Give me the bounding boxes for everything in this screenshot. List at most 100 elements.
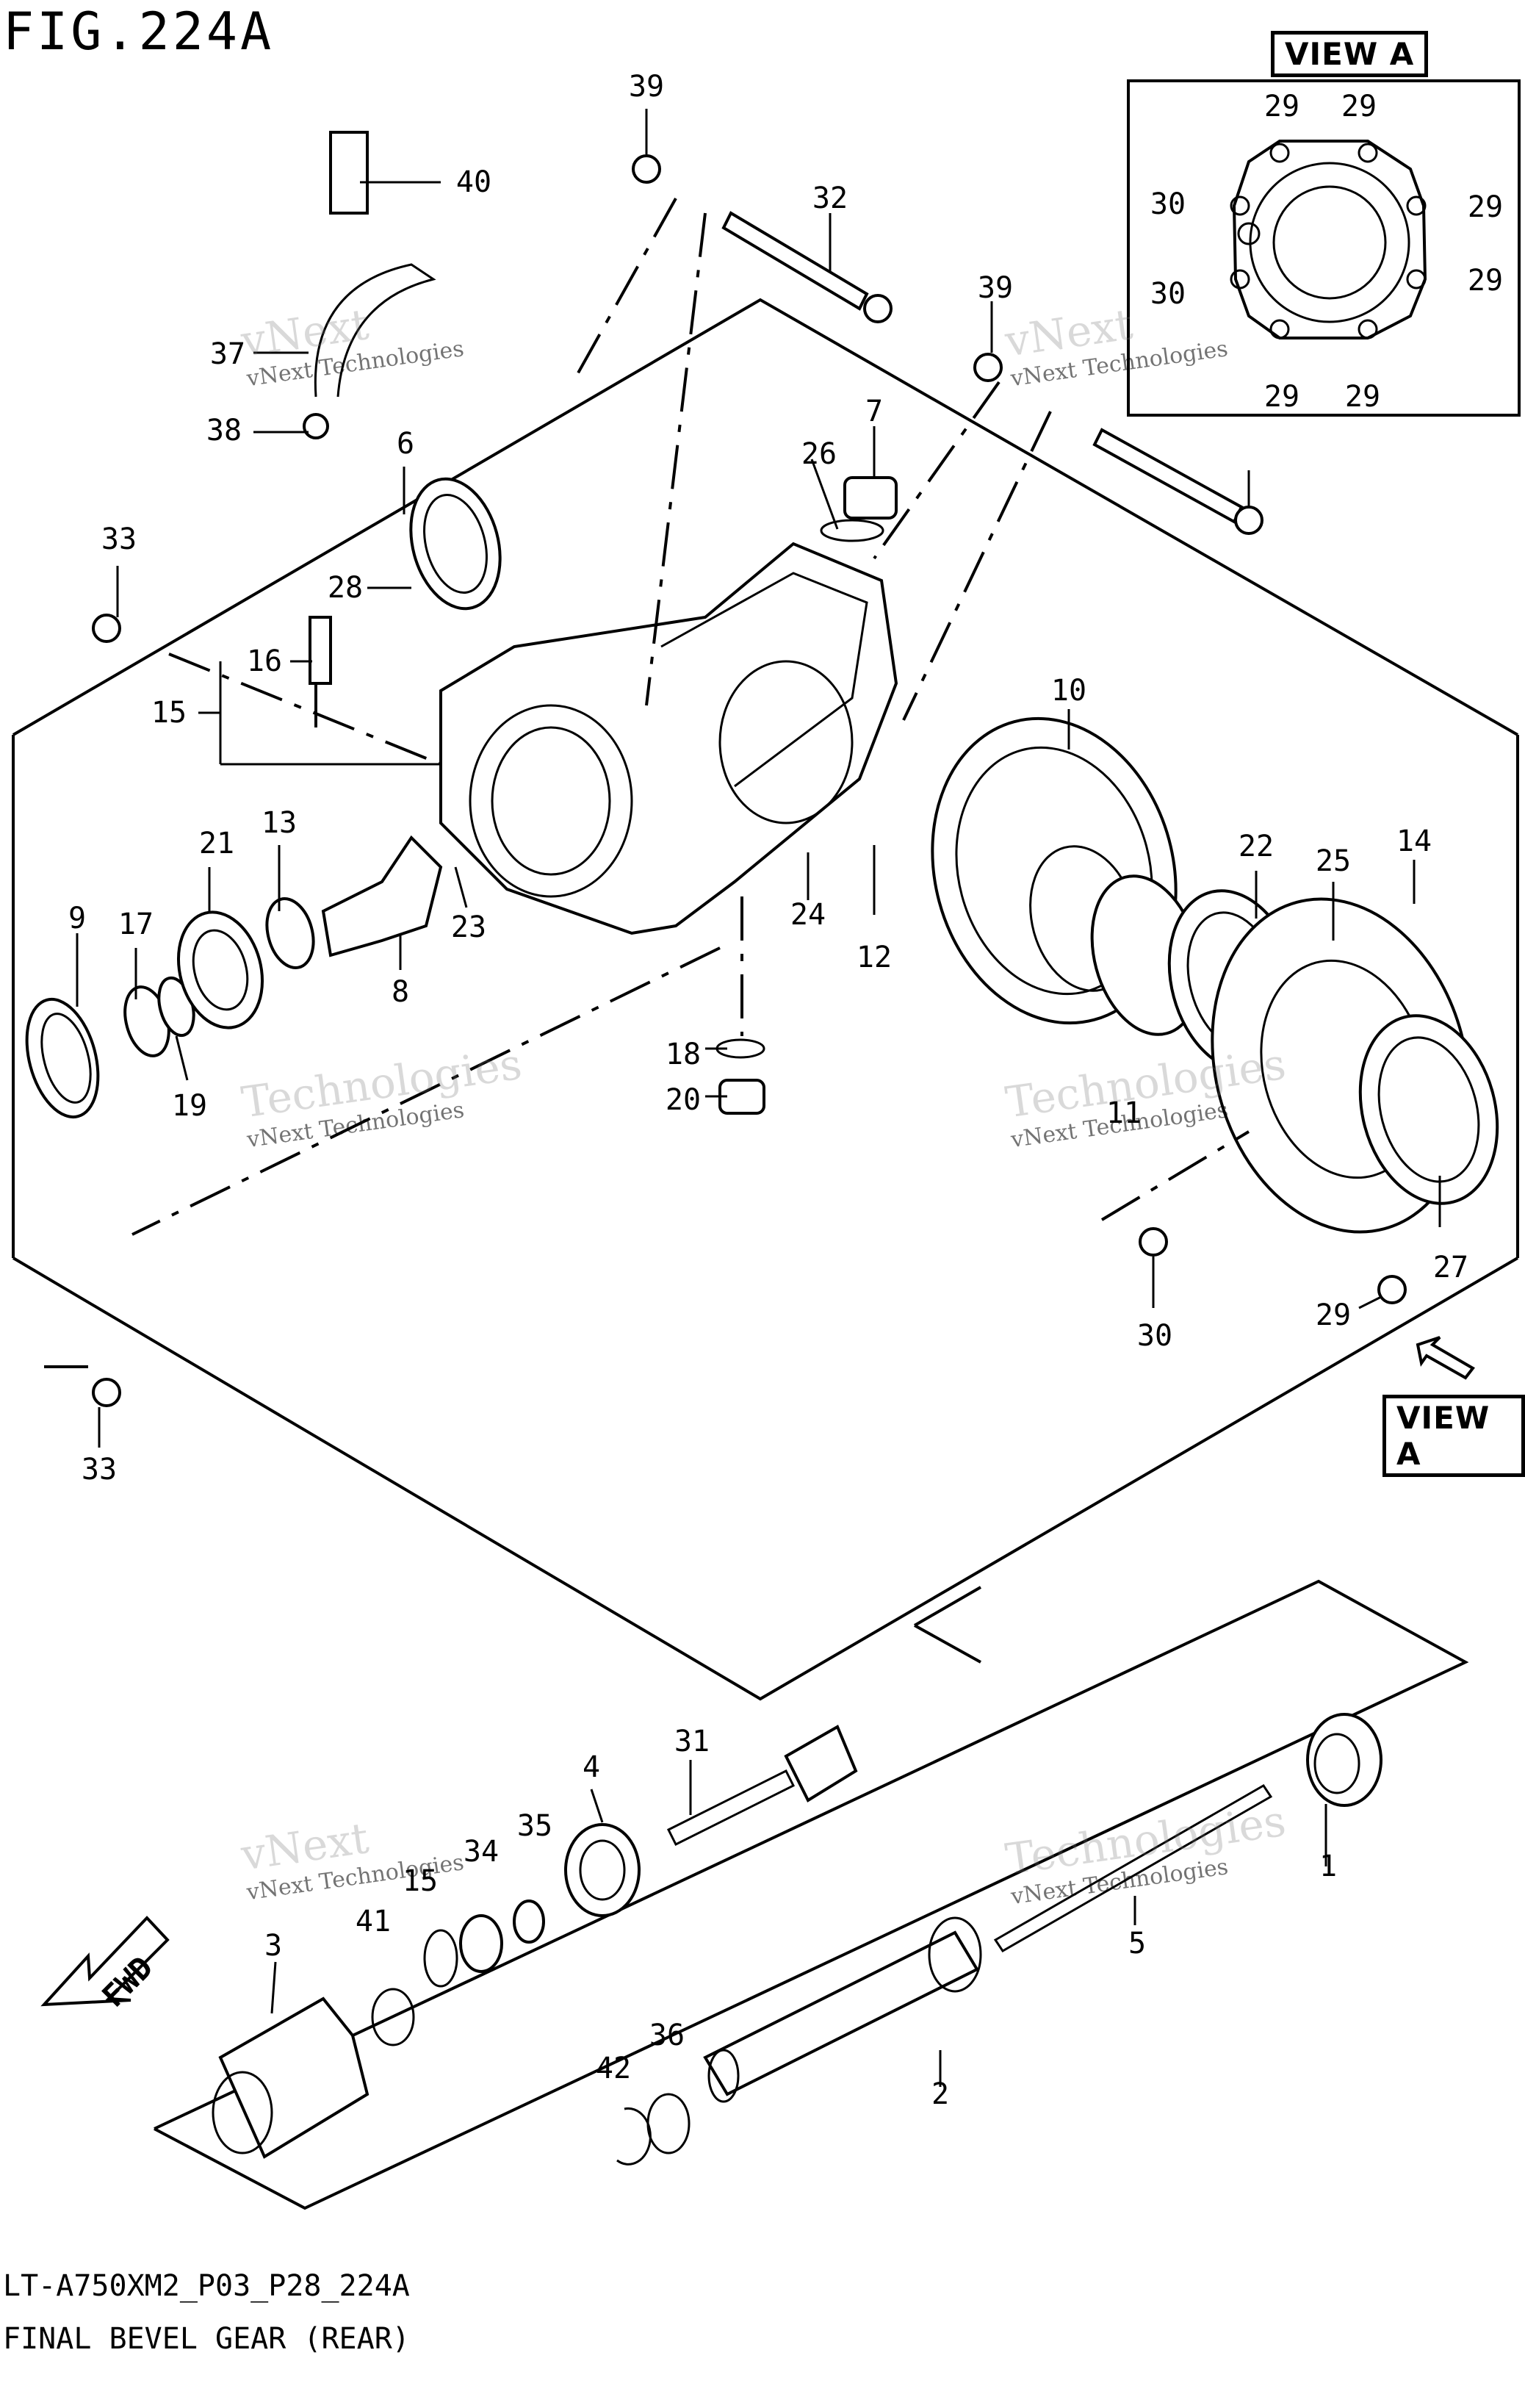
- callout-39: 39: [977, 271, 1014, 305]
- leader-lines: [76, 109, 1441, 2087]
- callout-32: 32: [812, 182, 848, 215]
- callout-39: 39: [628, 70, 665, 104]
- washer-35: [513, 1900, 545, 1944]
- callout-12: 12: [856, 941, 893, 974]
- callout-29-view: 29: [1344, 380, 1381, 414]
- callout-27: 27: [1432, 1251, 1469, 1284]
- hose-37: [314, 263, 436, 398]
- callout-18: 18: [665, 1038, 702, 1071]
- shaft-box: [154, 1579, 1469, 2210]
- joint-3: [218, 1997, 369, 2159]
- callout-6: 6: [396, 427, 415, 461]
- callout-41: 41: [355, 1905, 392, 1938]
- box-inner-step: [913, 1586, 982, 1627]
- callout-13: 13: [261, 806, 298, 840]
- callout-7: 7: [865, 395, 884, 428]
- callout-38: 38: [206, 414, 242, 448]
- view-a-arrow: [1416, 1336, 1475, 1380]
- callout-37: 37: [209, 337, 246, 371]
- callout-19: 19: [171, 1089, 208, 1123]
- callout-9: 9: [68, 902, 87, 935]
- view-a-label-top: VIEW A: [1271, 31, 1429, 77]
- figure-code: LT-A750XM2_P03_P28_224A: [3, 2269, 410, 2303]
- callout-2: 2: [931, 2077, 950, 2111]
- callout-10: 10: [1050, 674, 1087, 708]
- bolt-32b: [1092, 428, 1244, 524]
- nut-34: [459, 1914, 503, 1973]
- callout-23: 23: [450, 910, 487, 944]
- callout-34: 34: [463, 1835, 500, 1869]
- callout-3: 3: [264, 1929, 283, 1963]
- callout-22: 22: [1238, 830, 1275, 863]
- callout-30-view: 30: [1150, 187, 1186, 221]
- bearing-21: [176, 910, 264, 1029]
- view-a-housing: [1230, 140, 1427, 339]
- callout-30: 30: [1136, 1319, 1173, 1353]
- callout-16: 16: [246, 644, 283, 678]
- callout-29-view: 29: [1341, 90, 1377, 123]
- box-bottom-edge: [12, 1257, 1519, 1701]
- callout-1: 1: [1319, 1850, 1338, 1883]
- callout-40: 40: [455, 165, 492, 199]
- callout-29: 29: [1315, 1298, 1352, 1332]
- callout-20: 20: [665, 1083, 702, 1117]
- needle-bearing-4: [564, 1823, 641, 1917]
- callout-8: 8: [391, 975, 410, 1009]
- callout-35: 35: [516, 1809, 553, 1843]
- dashed-line-4: [902, 411, 1052, 721]
- dashed-line-8: [1100, 1130, 1250, 1221]
- dashed-line-1: [572, 198, 677, 383]
- callout-30-view: 30: [1150, 277, 1186, 311]
- dashed-line-2: [645, 212, 707, 706]
- box-inner-step-2: [914, 1624, 981, 1664]
- view-a-inset-box: [1127, 79, 1521, 417]
- callout-24: 24: [790, 898, 826, 932]
- bolt-33a: [92, 614, 121, 643]
- shaft-parts: [212, 1713, 1382, 2166]
- gear-case-housing: [439, 542, 898, 935]
- figure-title: FIG.224A: [3, 1, 275, 62]
- shaft-2: [703, 1930, 979, 2096]
- breather-16: [309, 616, 332, 685]
- figure-name: FINAL BEVEL GEAR (REAR): [3, 2322, 410, 2356]
- callout-21: 21: [198, 827, 235, 860]
- callout-33: 33: [101, 522, 137, 556]
- spring-5: [993, 1783, 1273, 1953]
- circlip-15: [423, 1929, 458, 1988]
- fwd-arrow: [40, 1916, 170, 2007]
- bolt-33b: [92, 1378, 121, 1407]
- callout-28: 28: [327, 571, 364, 605]
- callout-4: 4: [582, 1750, 601, 1784]
- bolt-32a: [721, 211, 869, 311]
- clamp-38: [303, 413, 329, 439]
- gear-case-cover: [1211, 897, 1499, 1234]
- shaft-31: [784, 1725, 858, 1803]
- oil-seal-28: [409, 477, 502, 611]
- callout-29-view: 29: [1263, 90, 1300, 123]
- circlip-42: [616, 2107, 652, 2166]
- o-ring-36: [646, 2093, 691, 2154]
- box-top-edge: [12, 298, 1518, 736]
- shim-13: [265, 896, 315, 970]
- bolt-30: [1139, 1227, 1168, 1257]
- callout-42: 42: [595, 2052, 632, 2085]
- callout-29-view: 29: [1263, 380, 1300, 414]
- callout-29-view: 29: [1467, 190, 1504, 224]
- callout-26: 26: [801, 437, 837, 471]
- dashed-line-3: [873, 381, 1001, 560]
- callout-11: 11: [1106, 1096, 1142, 1130]
- dashed-line-9: [131, 946, 721, 1236]
- callout-25: 25: [1315, 844, 1352, 878]
- gasket-26: [820, 519, 884, 542]
- ring-41: [371, 1988, 415, 2046]
- clamp-40: [329, 131, 369, 215]
- callout-14: 14: [1396, 824, 1432, 858]
- bolt-29: [1377, 1275, 1407, 1304]
- nut-39b: [973, 353, 1003, 382]
- view-a-label-bottom: VIEW A: [1382, 1395, 1525, 1477]
- pinion-joint-9: [25, 997, 100, 1119]
- callout-15: 15: [151, 696, 187, 730]
- dashed-line-10: [168, 653, 441, 766]
